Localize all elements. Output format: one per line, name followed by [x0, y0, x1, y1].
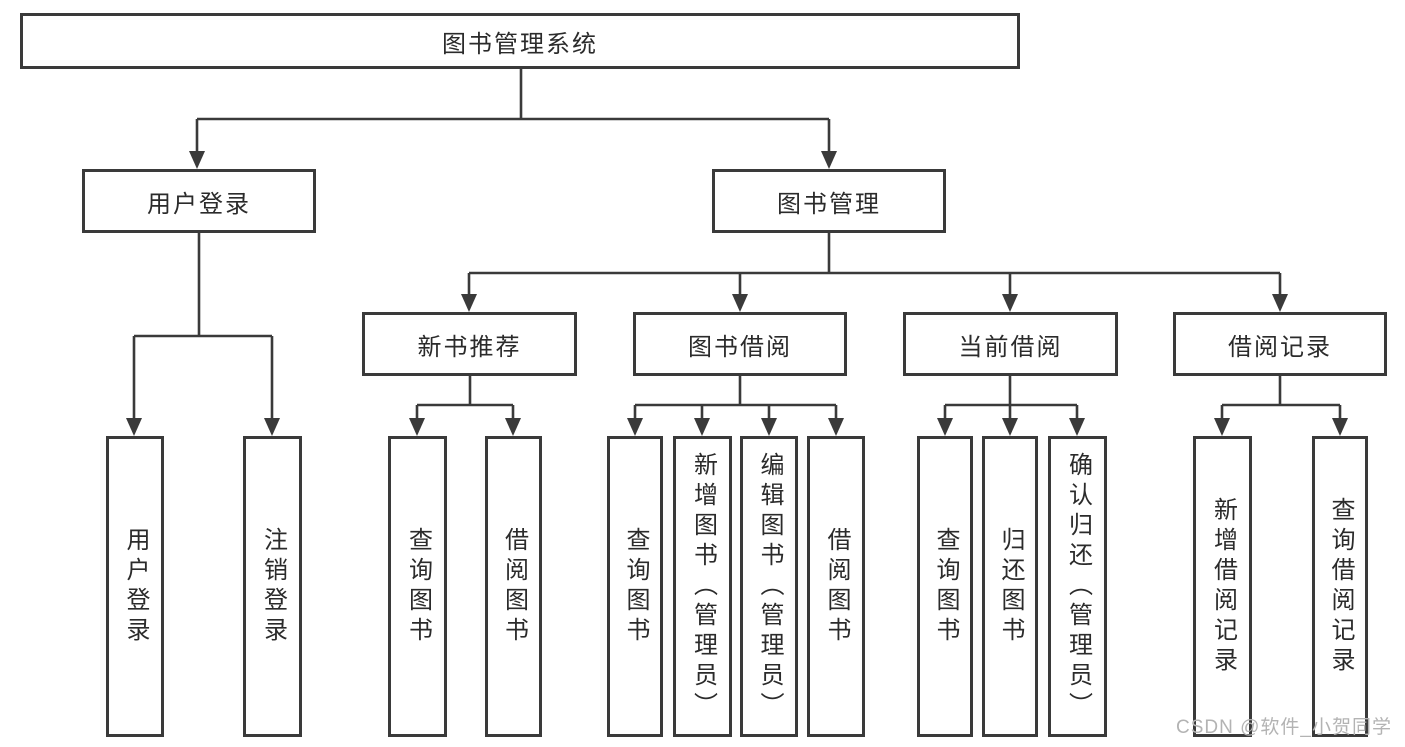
- connector-new-book-split: [409, 376, 521, 436]
- node-new-book-recommend: 新书推荐: [362, 312, 577, 376]
- node-book-borrow: 图书借阅: [633, 312, 847, 376]
- connector-current-borrow-split: [937, 376, 1085, 436]
- watermark: CSDN @软件_小贺同学: [1176, 717, 1392, 738]
- leaf-user-login: 用户登录: [106, 436, 164, 737]
- leaf-query-books-2: 查询图书: [607, 436, 663, 737]
- connector-user-login-split: [126, 233, 280, 436]
- node-library-system: 图书管理系统: [20, 13, 1020, 69]
- leaf-query-books-1: 查询图书: [388, 436, 447, 737]
- connector-root-split: [189, 69, 837, 169]
- leaf-add-book-admin: 新增图书（管理员）: [673, 436, 732, 737]
- leaf-query-borrow-record: 查询借阅记录: [1312, 436, 1368, 737]
- node-user-login: 用户登录: [82, 169, 316, 233]
- leaf-logout-login: 注销登录: [243, 436, 302, 737]
- leaf-confirm-return-admin: 确认归还（管理员）: [1048, 436, 1107, 737]
- leaf-add-borrow-record: 新增借阅记录: [1193, 436, 1252, 737]
- leaf-borrow-books-1: 借阅图书: [485, 436, 542, 737]
- connector-borrow-records-split: [1214, 376, 1348, 436]
- connector-book-management-split: [461, 233, 1288, 312]
- leaf-edit-book-admin: 编辑图书（管理员）: [740, 436, 798, 737]
- leaf-query-books-3: 查询图书: [917, 436, 973, 737]
- node-borrow-records: 借阅记录: [1173, 312, 1387, 376]
- connector-book-borrow-split: [627, 376, 844, 436]
- leaf-return-book: 归还图书: [982, 436, 1038, 737]
- node-book-management: 图书管理: [712, 169, 946, 233]
- leaf-borrow-books-2: 借阅图书: [807, 436, 865, 737]
- node-current-borrow: 当前借阅: [903, 312, 1118, 376]
